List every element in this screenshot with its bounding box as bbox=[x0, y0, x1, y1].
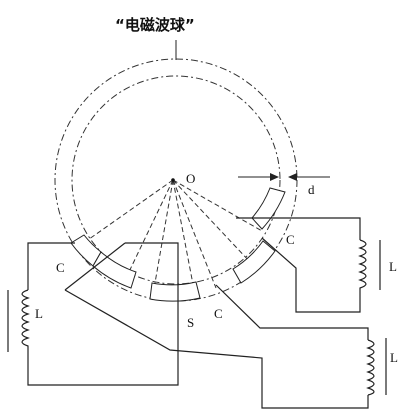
capacitor-plate-right-lower bbox=[232, 240, 276, 284]
right-top-circuit bbox=[236, 217, 381, 313]
gap-label: d bbox=[308, 182, 315, 197]
segment-label: S bbox=[187, 315, 194, 330]
radial-line bbox=[172, 179, 217, 289]
left-wire-diagonal bbox=[64, 242, 126, 291]
right-top-wire-upper bbox=[236, 217, 361, 240]
right-bottom-wire-lower bbox=[64, 289, 369, 409]
capacitor-plate-left-inner bbox=[92, 251, 137, 289]
radial-line bbox=[172, 179, 252, 264]
right-top-inductor-coil bbox=[358, 239, 367, 290]
radial-line bbox=[126, 179, 174, 277]
radial-line bbox=[74, 179, 174, 250]
left-wire-top bbox=[27, 242, 75, 290]
left-inductor-label: L bbox=[35, 306, 43, 321]
origin-label: O bbox=[186, 171, 195, 186]
right-top-inductor-label: L bbox=[389, 259, 397, 274]
left-inductor-coil bbox=[21, 289, 30, 352]
right-bottom-wire-upper bbox=[215, 284, 369, 340]
radial-line bbox=[151, 179, 174, 301]
capacitor-right-label: C bbox=[286, 232, 295, 247]
gap-arrow-left bbox=[270, 173, 279, 181]
left-circuit bbox=[7, 242, 179, 386]
right-top-wire-lower bbox=[261, 237, 361, 313]
gap-arrow-right bbox=[288, 173, 297, 181]
radial-lines bbox=[74, 179, 263, 301]
diagram-title: “电磁波球” bbox=[115, 16, 195, 34]
capacitor-plate-bottom bbox=[149, 281, 201, 302]
origin-point bbox=[171, 178, 175, 182]
inner-sphere-circle bbox=[71, 75, 281, 285]
capacitor-plates bbox=[70, 187, 286, 302]
capacitor-left-label: C bbox=[56, 260, 65, 275]
right-bottom-inductor-coil bbox=[366, 339, 375, 396]
capacitor-bottom-label: C bbox=[214, 306, 223, 321]
radial-line bbox=[172, 179, 263, 232]
capacitor-plate-right-upper bbox=[251, 187, 286, 230]
radial-line bbox=[172, 179, 197, 301]
right-bottom-circuit bbox=[64, 284, 387, 409]
right-bottom-inductor-label: L bbox=[390, 350, 398, 365]
left-wire-loop bbox=[27, 242, 179, 386]
